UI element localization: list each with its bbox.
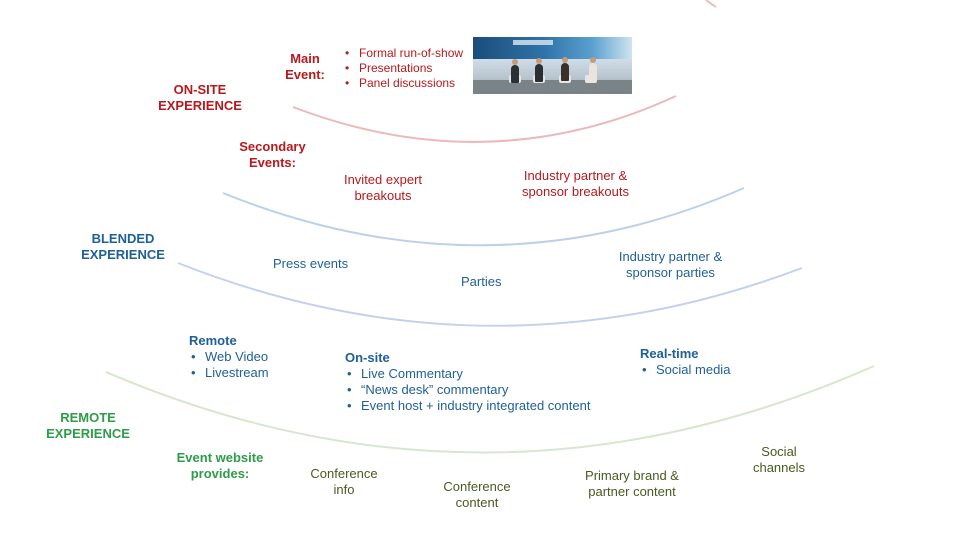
partner-sponsor-parties: Industry partner & sponsor parties <box>603 249 738 281</box>
blended-title-line2: EXPERIENCE <box>81 247 165 262</box>
parties: Parties <box>461 274 502 289</box>
main-event-item: Formal run-of-show <box>343 46 463 61</box>
secondary-label-line2: Events: <box>249 155 296 170</box>
onsite-column-item: Live Commentary <box>345 366 590 382</box>
onsite-title-line2: EXPERIENCE <box>158 98 242 113</box>
event-website-label: Event website provides: <box>165 450 275 482</box>
remote-column: Remote Web Video Livestream <box>189 333 269 381</box>
onsite-title: ON-SITE EXPERIENCE <box>150 82 250 114</box>
invited-line2: breakouts <box>354 188 412 203</box>
website-label-line1: Event website <box>176 450 264 465</box>
partner-sponsor-breakouts: Industry partner & sponsor breakouts <box>508 168 643 200</box>
blended-title-line1: BLENDED <box>91 231 155 246</box>
panel-discussion-photo <box>473 37 632 94</box>
website-label-line2: provides: <box>190 466 250 481</box>
onsite-title-line1: ON-SITE <box>173 82 227 97</box>
remote-column-item: Web Video <box>189 349 269 365</box>
remote-title-line1: REMOTE <box>60 410 116 425</box>
partner-parties-line1: Industry partner & <box>618 249 723 264</box>
main-event-item: Panel discussions <box>343 76 463 91</box>
invited-line1: Invited expert <box>343 172 423 187</box>
conf-info-line1: Conference <box>310 466 378 481</box>
social-line2: channels <box>752 460 806 475</box>
brand-line1: Primary brand & <box>585 468 679 483</box>
press-events: Press events <box>273 256 349 271</box>
secondary-events-label: Secondary Events: <box>230 139 315 171</box>
conference-info: Conference info <box>294 466 394 498</box>
secondary-label-line1: Secondary <box>239 139 306 154</box>
social-line1: Social <box>761 444 797 459</box>
remote-column-heading: Remote <box>189 333 237 348</box>
onsite-column-item: Event host + industry integrated content <box>345 398 590 414</box>
brand-line2: partner content <box>588 484 676 499</box>
onsite-column-item: “News desk” commentary <box>345 382 590 398</box>
onsite-arc <box>292 95 677 143</box>
onsite-column-heading: On-site <box>345 350 390 365</box>
invited-expert-breakouts: Invited expert breakouts <box>328 172 438 204</box>
main-event-label-line2: Event: <box>285 67 325 82</box>
realtime-column: Real-time Social media <box>640 346 730 378</box>
onsite-column: On-site Live Commentary “News desk” comm… <box>345 350 590 414</box>
main-event-list: Formal run-of-show Presentations Panel d… <box>343 46 463 91</box>
remote-title-line2: EXPERIENCE <box>46 426 130 441</box>
realtime-column-item: Social media <box>640 362 730 378</box>
conf-info-line2: info <box>333 482 355 497</box>
main-event-item: Presentations <box>343 61 463 76</box>
top-edge-arc <box>705 0 717 8</box>
blended-arc <box>177 262 803 327</box>
blended-title: BLENDED EXPERIENCE <box>73 231 173 263</box>
partner-breakouts-line2: sponsor breakouts <box>522 184 629 199</box>
partner-breakouts-line1: Industry partner & <box>523 168 628 183</box>
secondary-arc <box>222 187 745 247</box>
realtime-column-heading: Real-time <box>640 346 699 361</box>
conference-content: Conference content <box>427 479 527 511</box>
partner-parties-line2: sponsor parties <box>626 265 715 280</box>
main-event-label-line1: Main <box>290 51 320 66</box>
remote-arc <box>105 365 875 454</box>
conf-content-line2: content <box>455 495 499 510</box>
conf-content-line1: Conference <box>443 479 511 494</box>
remote-title: REMOTE EXPERIENCE <box>38 410 138 442</box>
social-channels: Social channels <box>739 444 819 476</box>
brand-partner-content: Primary brand & partner content <box>572 468 692 500</box>
remote-column-item: Livestream <box>189 365 269 381</box>
main-event-label: Main Event: <box>280 51 330 83</box>
